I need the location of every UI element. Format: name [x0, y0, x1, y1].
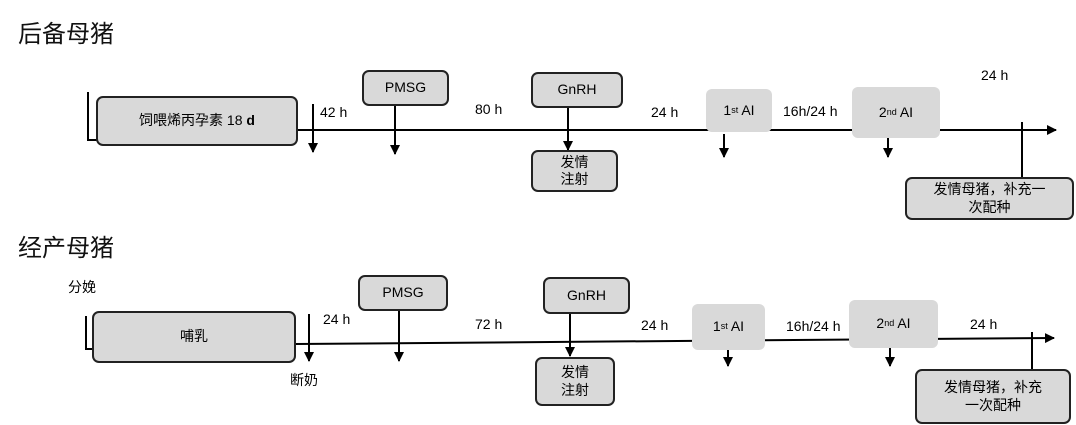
gilt-rebreed-line-1: 发情母猪，补充一	[933, 181, 1046, 197]
gilt-interval-16h24h: 16h/24 h	[783, 103, 838, 119]
sow-pmsg-box: PMSG	[358, 275, 448, 311]
sow-rebreed-line-2: 一次配种	[965, 396, 1021, 413]
sow-section-title: 经产母猪	[18, 234, 114, 262]
gilt-ai2-sub: nd	[886, 106, 897, 117]
sow-ai1-sub: st	[720, 321, 728, 332]
sow-start-bracket	[85, 316, 94, 350]
gilt-inject-line-2: 注射	[560, 171, 589, 187]
sow-interval-24h-a: 24 h	[323, 311, 351, 327]
sow-interval-72h: 72 h	[475, 316, 503, 332]
sow-rebreed-line-1: 发情母猪，补充	[944, 379, 1042, 395]
gilt-pmsg-box: PMSG	[362, 70, 449, 106]
sow-ai1-text: AI	[727, 318, 745, 335]
gilt-ai1-num: 1	[723, 101, 732, 118]
gilt-ai2-num: 2	[878, 103, 887, 120]
sow-interval-16h24h: 16h/24 h	[786, 318, 841, 334]
sow-ai2-text: AI	[894, 315, 911, 332]
gilt-ai1-sub: st	[731, 104, 739, 115]
gilt-altrenogest-box: 饲喂烯丙孕素 18 d	[96, 96, 298, 146]
sow-interval-24h-c: 24 h	[970, 316, 998, 332]
gilt-estrus-injection-box: 发情 注射	[531, 150, 618, 192]
sow-ai2-sub: nd	[884, 318, 895, 329]
sow-ai1-num: 1	[712, 318, 721, 335]
sow-estrus-injection-box: 发情 注射	[535, 357, 615, 406]
sow-inject-line-2: 注射	[561, 381, 589, 398]
gilt-interval-42h: 42 h	[320, 104, 348, 120]
gilt-interval-24h-a: 24 h	[651, 104, 679, 120]
gilt-rebreed-box: 发情母猪，补充一 次配种	[905, 177, 1074, 220]
gilt-ai2-text: AI	[896, 103, 914, 120]
sow-weaning-label: 断奶	[290, 372, 318, 388]
sow-farrowing-label: 分娩	[68, 279, 96, 295]
sow-gnrh-box: GnRH	[543, 277, 630, 314]
sow-timeline	[295, 333, 1055, 345]
sow-lactation-box: 哺乳	[92, 311, 296, 363]
gilt-gnrh-box: GnRH	[531, 72, 623, 108]
gilt-rebreed-line-2: 次配种	[968, 198, 1011, 215]
sow-interval-24h-b: 24 h	[641, 317, 669, 333]
gilt-interval-80h: 80 h	[475, 101, 503, 117]
gilt-ai1-text: AI	[738, 101, 755, 118]
sow-ai2-num: 2	[876, 315, 885, 332]
gilt-interval-24h-b: 24 h	[981, 67, 1009, 83]
sow-inject-line-1: 发情	[561, 364, 589, 380]
gilt-altrenogest-unit: d	[246, 112, 255, 129]
gilt-inject-line-1: 发情	[560, 153, 589, 170]
gilt-altrenogest-label: 饲喂烯丙孕素 18	[139, 112, 243, 129]
gilt-start-bracket	[87, 92, 98, 141]
sow-rebreed-box: 发情母猪，补充 一次配种	[915, 369, 1071, 424]
gilt-section-title: 后备母猪	[18, 20, 114, 48]
